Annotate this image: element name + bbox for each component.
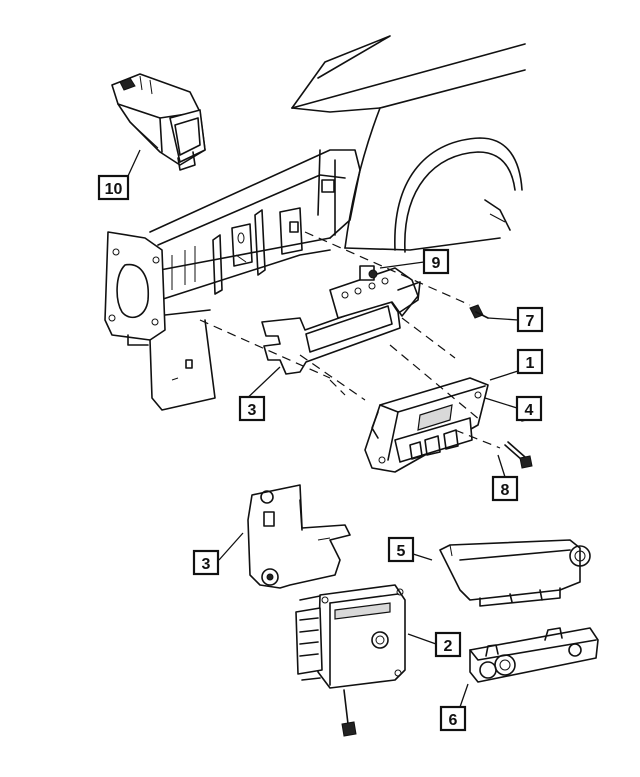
svg-text:5: 5 [397, 543, 406, 560]
shield-plate-6 [469, 627, 599, 683]
bolt-7 [469, 304, 489, 319]
callout-7: 7 [516, 306, 544, 333]
ecm-mounting-bracket-upper [261, 265, 421, 375]
svg-text:9: 9 [432, 255, 441, 272]
callout-4: 4 [515, 395, 543, 422]
callout-6: 6 [439, 705, 467, 732]
ecm-cover-5 [439, 539, 591, 607]
front-mounting-plate [104, 231, 216, 411]
ecm-mounting-bracket-lower [247, 484, 351, 589]
callout-9: 9 [422, 248, 450, 275]
svg-text:4: 4 [525, 402, 534, 419]
callout-10: 10 [97, 174, 130, 201]
svg-text:3: 3 [202, 556, 211, 573]
connector-10 [111, 73, 206, 171]
ecm-module-upper [364, 377, 537, 473]
fender-body-outline [291, 35, 526, 253]
callout-1: 1 [516, 348, 544, 375]
frame-rail-structure [149, 149, 361, 316]
assembly-guide-lines [199, 231, 501, 449]
svg-text:6: 6 [449, 712, 458, 729]
svg-text:1: 1 [526, 355, 535, 372]
svg-text:2: 2 [444, 638, 453, 655]
svg-text:8: 8 [501, 482, 510, 499]
ecm-module-lower [295, 584, 406, 689]
callout-2: 2 [434, 631, 462, 658]
screw-lower [341, 689, 357, 737]
svg-text:3: 3 [248, 402, 257, 419]
bolt-8 [504, 441, 533, 469]
svg-text:7: 7 [526, 313, 535, 330]
callout-3-upper: 3 [238, 395, 266, 422]
callout-8: 8 [491, 475, 519, 502]
callout-5: 5 [387, 536, 415, 563]
svg-text:10: 10 [105, 181, 123, 198]
callout-3-lower: 3 [192, 549, 220, 576]
